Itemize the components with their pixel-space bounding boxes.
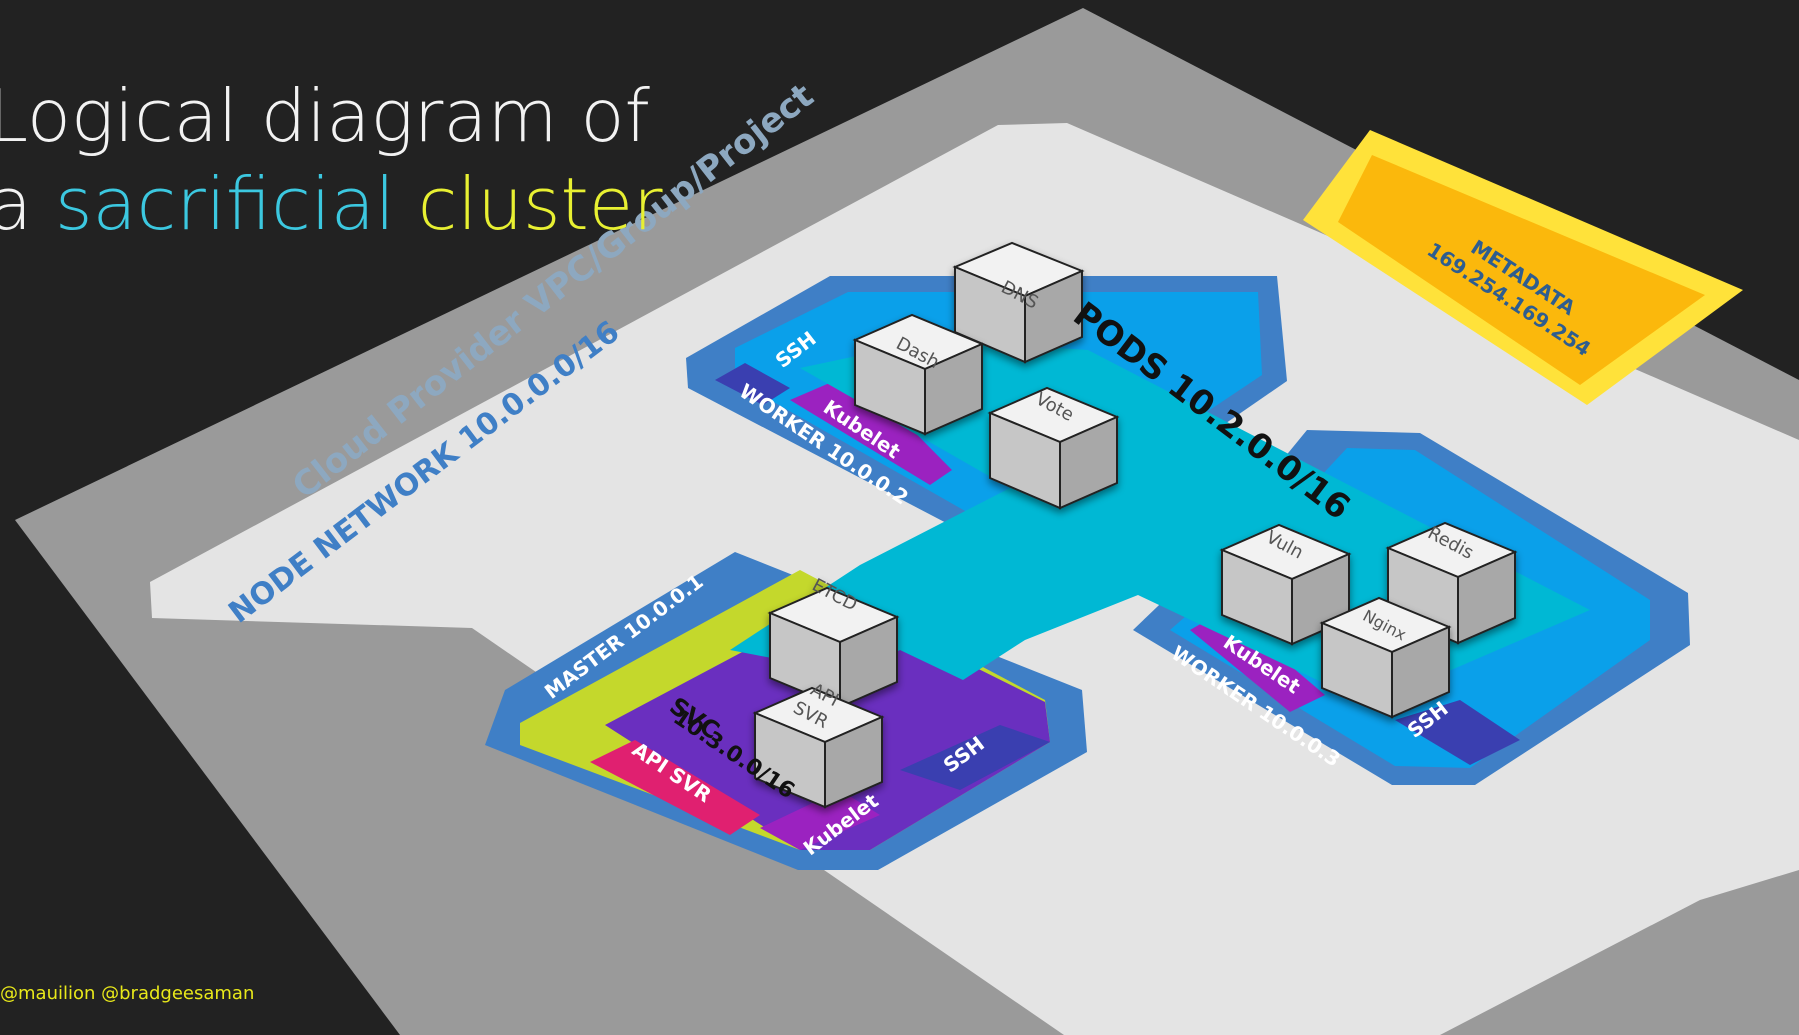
box-dns: DNS	[952, 241, 1085, 364]
box-vote: Vote	[987, 386, 1120, 510]
title-line-2: a sacrificial cluster	[0, 160, 663, 248]
author-credits: @mauilion @bradgeesaman	[0, 983, 255, 1004]
box-etcd: ETCD	[767, 575, 900, 709]
page-title: Logical diagram of a sacrificial cluster	[0, 72, 663, 248]
title-word-cluster: cluster	[417, 162, 663, 246]
title-prefix: a	[0, 162, 33, 246]
title-line-1: Logical diagram of	[0, 74, 650, 158]
box-dash: Dash	[852, 313, 985, 436]
box-nginx: Nginx	[1319, 596, 1452, 719]
metadata-endpoint: METADATA 169.254.169.254	[1303, 130, 1743, 405]
box-api-svr: API SVR	[752, 679, 885, 809]
title-word-sacrificial: sacrificial	[55, 162, 395, 246]
